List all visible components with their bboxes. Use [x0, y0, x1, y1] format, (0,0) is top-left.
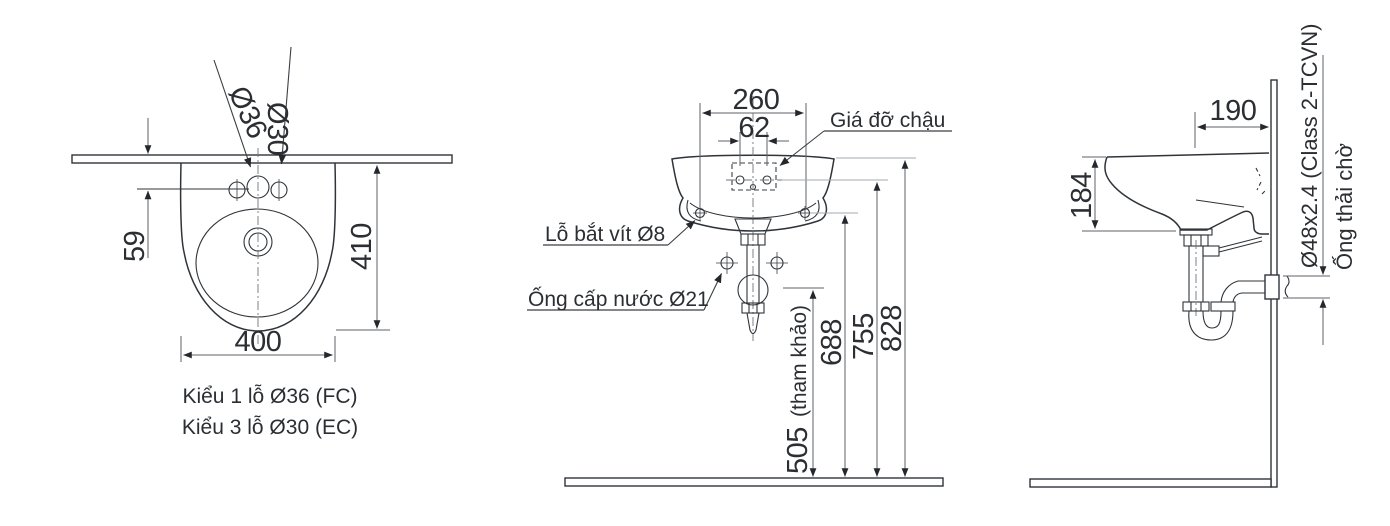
mount-tab-left [686, 199, 702, 222]
dim-hole-offset: 59 [119, 231, 151, 262]
hanger-bracket-dashed [731, 162, 777, 191]
trap-elbow-inner [1232, 292, 1266, 303]
floor-line-front [564, 477, 944, 487]
wall-outlet-flange [1264, 274, 1280, 300]
drain-nut-top [740, 233, 766, 246]
trap-u-bend-outer [1188, 310, 1234, 341]
popup-rod-top [1218, 236, 1263, 249]
dim-bracket-span: 260 [733, 84, 780, 116]
dim-waste-pipe-spec: Ø48x2.4 (Class 2-TCVN) [1297, 23, 1322, 268]
mount-tab-right [804, 199, 820, 222]
water-supply-point-right [766, 252, 788, 274]
popup-branch [1202, 245, 1220, 257]
label-hole-small: Ø30 [261, 102, 293, 155]
basin-rim-top [1106, 152, 1270, 158]
caption-line-1: Kiểu 1 lỗ Ø36 (FC) [182, 385, 357, 408]
dim-supply-height: 505 [782, 427, 814, 474]
label-water-supply: Ống cấp nước Ø21 [528, 287, 709, 311]
basin-inner-ledge [1195, 199, 1245, 208]
trap-nut-lower-left [1182, 301, 1210, 312]
drain-nut-bottom [741, 302, 765, 314]
bowl-inner-edge [195, 208, 319, 318]
dim-screw-height: 688 [816, 319, 848, 366]
dim-bracket-height: 755 [848, 313, 880, 360]
caption-line-2: Kiểu 3 lỗ Ø30 (EC) [182, 416, 358, 439]
dim-supply-height-note: (tham khảo) [788, 305, 811, 417]
basin-front-outline [671, 154, 835, 232]
trap-u-bend-inner [1202, 310, 1222, 329]
leader-hole-small [278, 46, 292, 165]
dim-depth: 410 [346, 223, 378, 270]
dim-bracket-hole-span: 62 [738, 112, 769, 144]
drain-pipe-tail [746, 312, 760, 335]
water-supply-point-left [716, 252, 738, 274]
trap-elbow-outer [1220, 280, 1266, 303]
dim-front-height: 184 [1066, 172, 1098, 219]
overflow-hidden-dashes [1255, 167, 1268, 195]
trap-nut-lower-right [1210, 301, 1236, 312]
top-view: 59 410 400 Ø36 Ø30 Kiểu 1 lỗ Ø36 (FC) Ki… [71, 46, 453, 439]
bracket-leader [779, 130, 825, 166]
dim-rim-height: 828 [876, 305, 908, 352]
dim-wall-offset: 190 [1210, 95, 1257, 127]
faucet-hole-center [246, 175, 270, 199]
basin-side-profile [1104, 156, 1269, 235]
supply-leader [703, 273, 722, 311]
leader-hole-large [213, 59, 252, 168]
popup-rod-bottom [1218, 240, 1263, 253]
label-screw-hole: Lỗ bắt vít Ø8 [545, 223, 665, 246]
floor-line-side [1029, 478, 1272, 488]
screw-leader [667, 220, 696, 246]
front-view: 260 62 Giá đỡ chậu Lỗ bắt vít Ø8 Ống cấp… [527, 84, 952, 487]
dim-width: 400 [235, 326, 282, 358]
trap-union-circle [737, 274, 769, 306]
counter-slab [71, 154, 453, 164]
label-waste-stub: Ống thải chờ [1331, 143, 1357, 270]
wall-pipe-break [1284, 275, 1290, 298]
label-bracket: Giá đỡ chậu [830, 109, 945, 132]
side-view: 190 184 Ø48x2.4 (Class 2-TCVN) Ống thải … [1029, 23, 1357, 488]
